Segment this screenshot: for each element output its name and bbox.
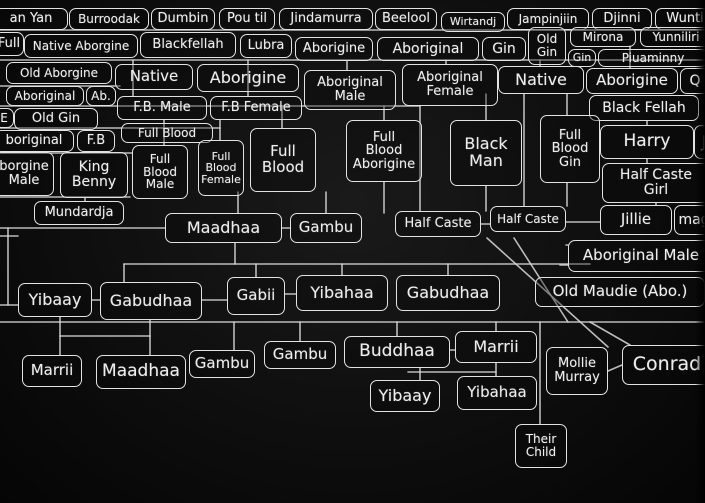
term-box-n31: Aboriginal [6, 86, 84, 106]
term-box-n54: Gambu [290, 213, 362, 243]
term-box-n25: Aborigine [197, 64, 299, 92]
term-box-n44: Harry [600, 125, 694, 159]
term-box-n53: Maadhaa [165, 213, 282, 243]
term-box-n16: Aboriginal [377, 37, 479, 61]
term-box-n36: E [0, 108, 14, 128]
term-box-n21: Gin [568, 49, 596, 67]
term-box-n65: Gabudhaa [396, 275, 500, 311]
term-box-n18: Old Gin [528, 27, 566, 65]
term-box-n20: Yunniliri [640, 27, 705, 47]
term-box-n75: Yibahaa [457, 376, 537, 410]
term-box-n61: Yibaay [18, 283, 92, 317]
term-box-n28: Native [498, 66, 584, 94]
term-box-n9: Djinni [592, 8, 652, 30]
term-box-n69: Gambu [264, 341, 336, 369]
term-box-n3: Dumbin [151, 8, 215, 30]
term-box-n70: Marrii [22, 355, 82, 387]
term-box-n63: Gabii [227, 277, 285, 315]
term-box-n64: Yibahaa [296, 275, 388, 311]
term-box-n51: King Benny [60, 152, 128, 198]
term-box-n40: F.B [77, 130, 115, 152]
term-box-n43: Full Blood Gin [540, 115, 600, 183]
term-box-n74: Yibaay [370, 380, 440, 412]
term-box-n35: Black Fellah [589, 95, 699, 121]
term-box-n2: Burroodak [69, 8, 149, 30]
term-box-n60: Old Maudie (Abo.) [535, 277, 705, 307]
term-box-n50: borgine Male [0, 152, 54, 196]
term-box-n10: Wunti [655, 8, 705, 30]
term-box-n5: Jindamurra [279, 8, 373, 30]
term-box-n73: Conrad [622, 345, 705, 385]
term-box-n14: Lubra [240, 34, 292, 58]
term-box-n68: Gambu [189, 350, 255, 378]
term-box-n46: Full Blood Male [132, 145, 188, 199]
term-box-n8: Jampinjiin [507, 8, 589, 30]
term-box-n13: Blackfellah [140, 32, 236, 58]
term-box-n47: Full Blood Female [198, 140, 244, 196]
term-box-n39: boriginal [0, 130, 74, 152]
term-box-n32: Ab. [86, 86, 116, 106]
term-box-n55: Half Caste [395, 211, 481, 237]
connector-line [486, 237, 609, 348]
term-box-n12: Native Aborgine [24, 34, 138, 58]
term-box-n67: Marrii [455, 331, 537, 363]
term-box-n29: Aborigine [586, 68, 678, 94]
term-box-n7: Wirtandj [441, 12, 505, 32]
connector-line [607, 364, 623, 372]
term-box-n4: Pou til [219, 8, 275, 30]
term-box-n62: Gabudhaa [100, 282, 202, 320]
term-box-n48: Full Blood [250, 128, 316, 192]
term-box-n56: Half Caste [490, 206, 566, 232]
term-box-n59: Aboriginal Male [568, 240, 705, 272]
term-box-n37: Old Gin [14, 108, 98, 130]
term-box-n52: Mundardja [34, 201, 124, 225]
term-box-n17: Gin [482, 37, 526, 61]
term-box-n66: Buddhaa [344, 336, 450, 368]
term-box-n38: Full Blood [121, 123, 213, 143]
term-box-n11: Full [0, 32, 24, 56]
term-box-n41: Full Blood Aborigine [346, 120, 422, 182]
term-box-n6: Beelool [375, 8, 437, 30]
term-box-n33: F.B. Male [117, 96, 207, 120]
term-box-n1: an Yan [0, 8, 68, 30]
term-box-n15: Aborigine [295, 37, 373, 61]
term-box-n57: Jillie [600, 205, 672, 235]
term-box-n19: Mirona [570, 27, 636, 47]
term-box-n42: Black Man [450, 120, 522, 186]
term-box-n49: Half Caste Girl [602, 163, 705, 203]
term-box-n72: Mollie Murray [546, 347, 608, 395]
term-box-n26: Aboriginal Male [304, 70, 396, 110]
term-box-n27: Aboriginal Female [402, 64, 498, 106]
term-box-n22: Piuaminny [598, 49, 705, 67]
term-box-n34: F.B Female [210, 96, 302, 120]
connector-line [589, 321, 631, 346]
term-box-n71: Maadhaa [96, 355, 186, 389]
term-box-n76: Their Child [515, 424, 567, 468]
term-box-n23: Old Aborgine [6, 62, 112, 84]
right-edge-shadow [695, 0, 705, 503]
term-box-n24: Native [115, 64, 193, 90]
